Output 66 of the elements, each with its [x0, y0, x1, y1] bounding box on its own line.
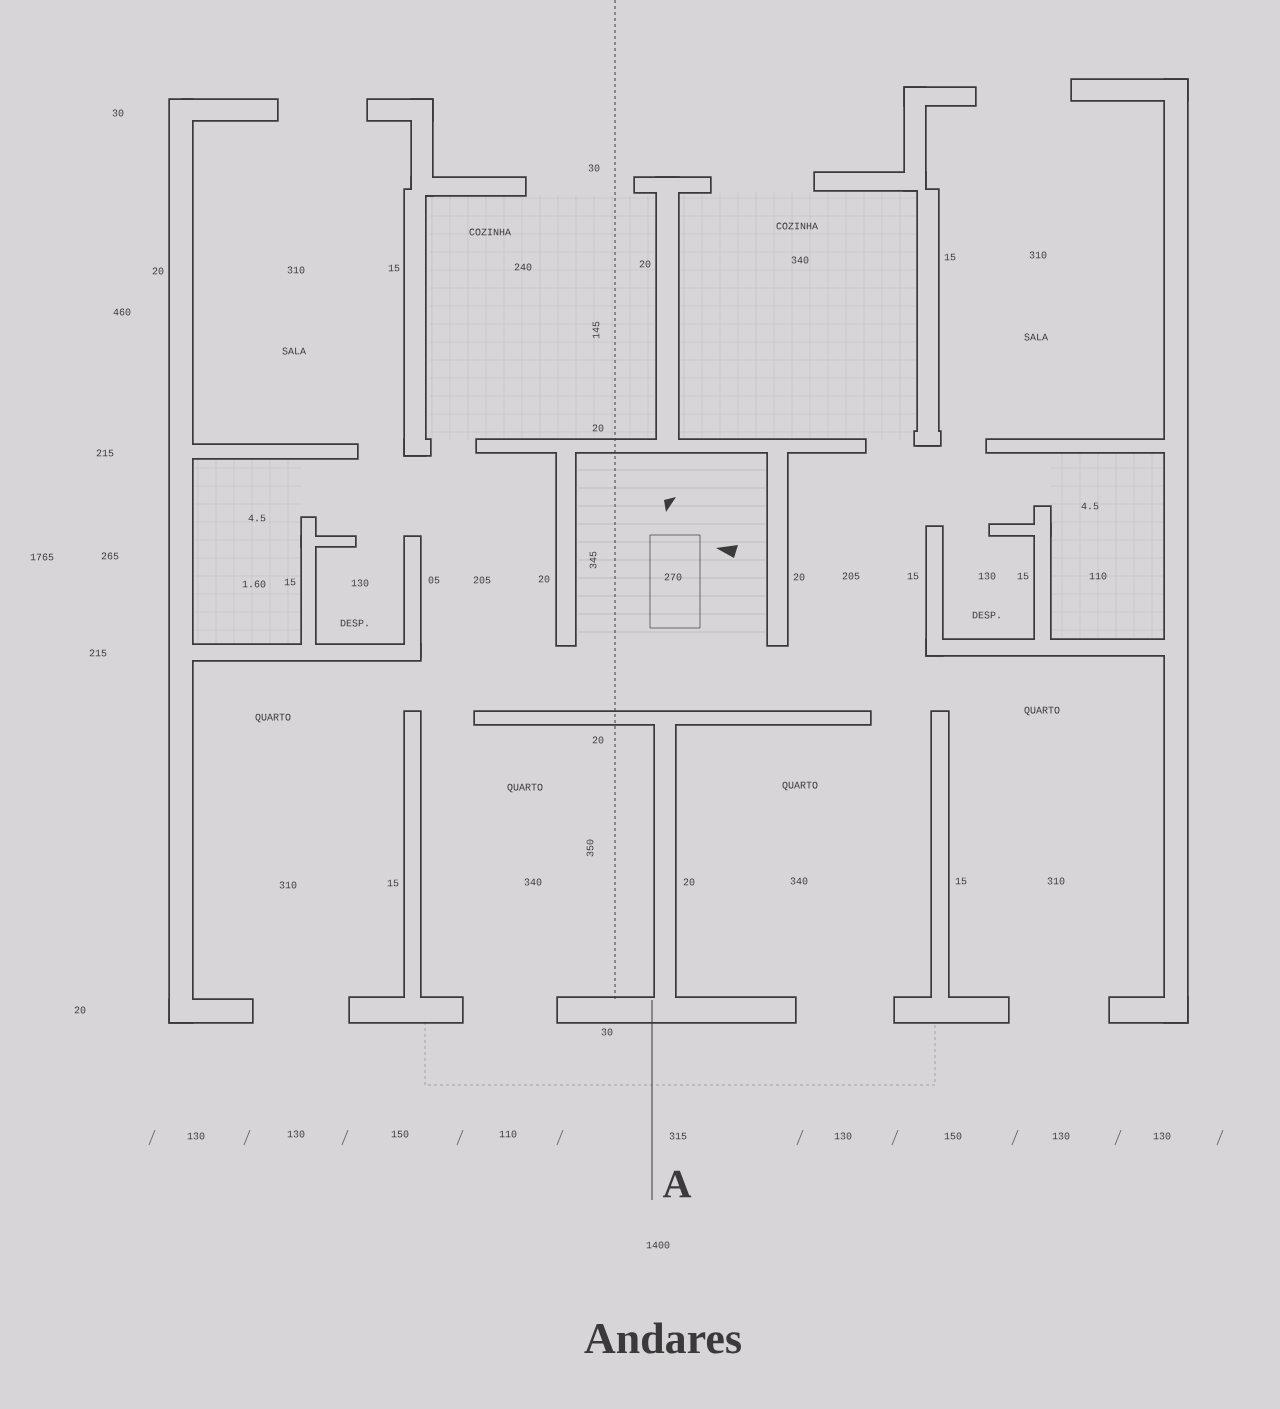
dimension-label: 240: [514, 263, 532, 271]
dimension-label: 150: [391, 1130, 409, 1138]
dimension-label: 1.60: [242, 580, 266, 588]
dimension-label: 130: [351, 579, 369, 587]
dimension-label: 05: [428, 576, 440, 584]
dimension-label: 130: [834, 1132, 852, 1140]
room-label: DESP.: [340, 619, 368, 627]
dimension-label: 205: [473, 576, 491, 584]
dimension-label: 310: [1029, 251, 1047, 259]
dimension-label: 15: [387, 879, 399, 887]
dimension-label: 20: [592, 736, 604, 744]
dimension-label: 20: [538, 575, 550, 583]
dimension-label: 215: [96, 449, 114, 457]
dimension-label: 4.5: [248, 514, 266, 522]
dimension-label: 310: [1047, 877, 1065, 885]
dimension-label: 350: [586, 839, 594, 857]
dimension-label: 215: [89, 649, 107, 657]
dimension-label: 1400: [646, 1241, 670, 1249]
dimension-label: 15: [388, 264, 400, 272]
dimension-label: 20: [592, 424, 604, 432]
room-label: QUARTO: [782, 781, 818, 791]
dimension-label: 15: [1017, 572, 1029, 580]
dimension-label: 340: [791, 256, 809, 264]
dimension-label: 15: [955, 877, 967, 885]
dimension-label: 340: [790, 877, 808, 885]
dimension-label: 20: [683, 878, 695, 886]
dimension-label: 315: [669, 1132, 687, 1140]
dimension-label: 15: [944, 253, 956, 261]
dimension-label: 270: [664, 573, 682, 581]
room-label: COZINHA: [776, 222, 818, 230]
dimension-label: 30: [588, 164, 600, 172]
room-label: SALA: [1024, 333, 1048, 341]
dimension-label: 15: [907, 572, 919, 580]
room-label: COZINHA: [469, 228, 511, 236]
dimension-label: 30: [112, 109, 124, 117]
dimension-label: 110: [499, 1130, 517, 1138]
dimension-label: 130: [187, 1132, 205, 1140]
room-label: QUARTO: [507, 783, 543, 793]
title: Andares: [584, 1322, 741, 1354]
room-label: SALA: [282, 347, 306, 355]
dimension-label: 1765: [30, 553, 54, 561]
dimension-label: 130: [287, 1130, 305, 1138]
dimension-label: 110: [1089, 572, 1107, 580]
dimension-label: 265: [101, 552, 119, 560]
dimension-label: 150: [944, 1132, 962, 1140]
dimension-label: 340: [524, 878, 542, 886]
dimension-label: 15: [284, 578, 296, 586]
dimension-label: 345: [589, 551, 597, 569]
dimension-label: 130: [1153, 1132, 1171, 1140]
section-mark: A: [662, 1170, 692, 1198]
dimension-label: 20: [793, 573, 805, 581]
dimension-label: 20: [152, 267, 164, 275]
dimension-label: 130: [978, 572, 996, 580]
dimension-label: 145: [592, 321, 600, 339]
dimension-label: 310: [279, 881, 297, 889]
room-label: QUARTO: [255, 713, 291, 723]
dimension-label: 130: [1052, 1132, 1070, 1140]
dimension-label: 20: [74, 1006, 86, 1014]
dimension-label: 30: [601, 1028, 613, 1036]
dimension-label: 4.5: [1081, 502, 1099, 510]
dimension-label: 460: [113, 308, 131, 316]
dimension-label: 20: [639, 260, 651, 268]
dimension-label: 205: [842, 572, 860, 580]
room-label: QUARTO: [1024, 706, 1060, 716]
dimension-label: 310: [287, 266, 305, 274]
room-label: DESP.: [972, 611, 1000, 619]
